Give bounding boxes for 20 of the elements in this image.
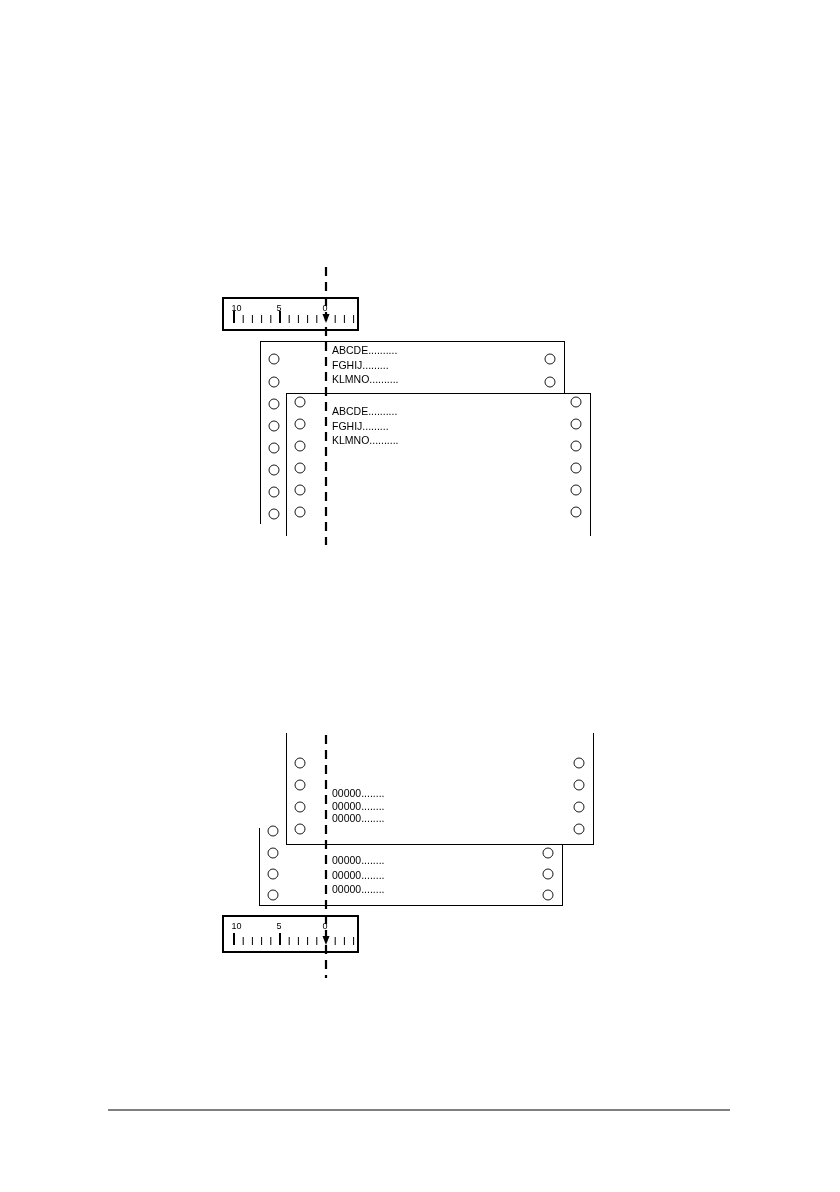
paper-sheet (286, 393, 591, 536)
scale-number: 10 (231, 920, 242, 932)
printed-text-line: 00000........ (332, 868, 385, 881)
printed-text-line: ABCDE.......... (332, 405, 398, 417)
printed-text-line: KLMNO.......... (332, 373, 399, 385)
printed-text-line: 00000........ (332, 883, 385, 895)
printed-text-line: KLMNO.......... (332, 434, 399, 446)
scale-number: 5 (276, 920, 282, 932)
printed-text-line: ABCDE.......... (332, 344, 398, 356)
ruler-scale (222, 297, 359, 331)
printed-text-line: 00000........ (332, 854, 385, 866)
printed-text-line: 00000........ (332, 812, 385, 824)
printed-text-line: 00000........ (332, 787, 385, 799)
paper-sheet (286, 733, 594, 845)
printed-text-line: 00000........ (332, 799, 385, 812)
scale-number: 5 (276, 302, 282, 314)
printed-text-line: FGHIJ......... (332, 419, 389, 432)
ruler-scale (222, 915, 359, 953)
printed-text-line: FGHIJ......... (332, 358, 389, 371)
scale-number: 10 (231, 302, 242, 314)
